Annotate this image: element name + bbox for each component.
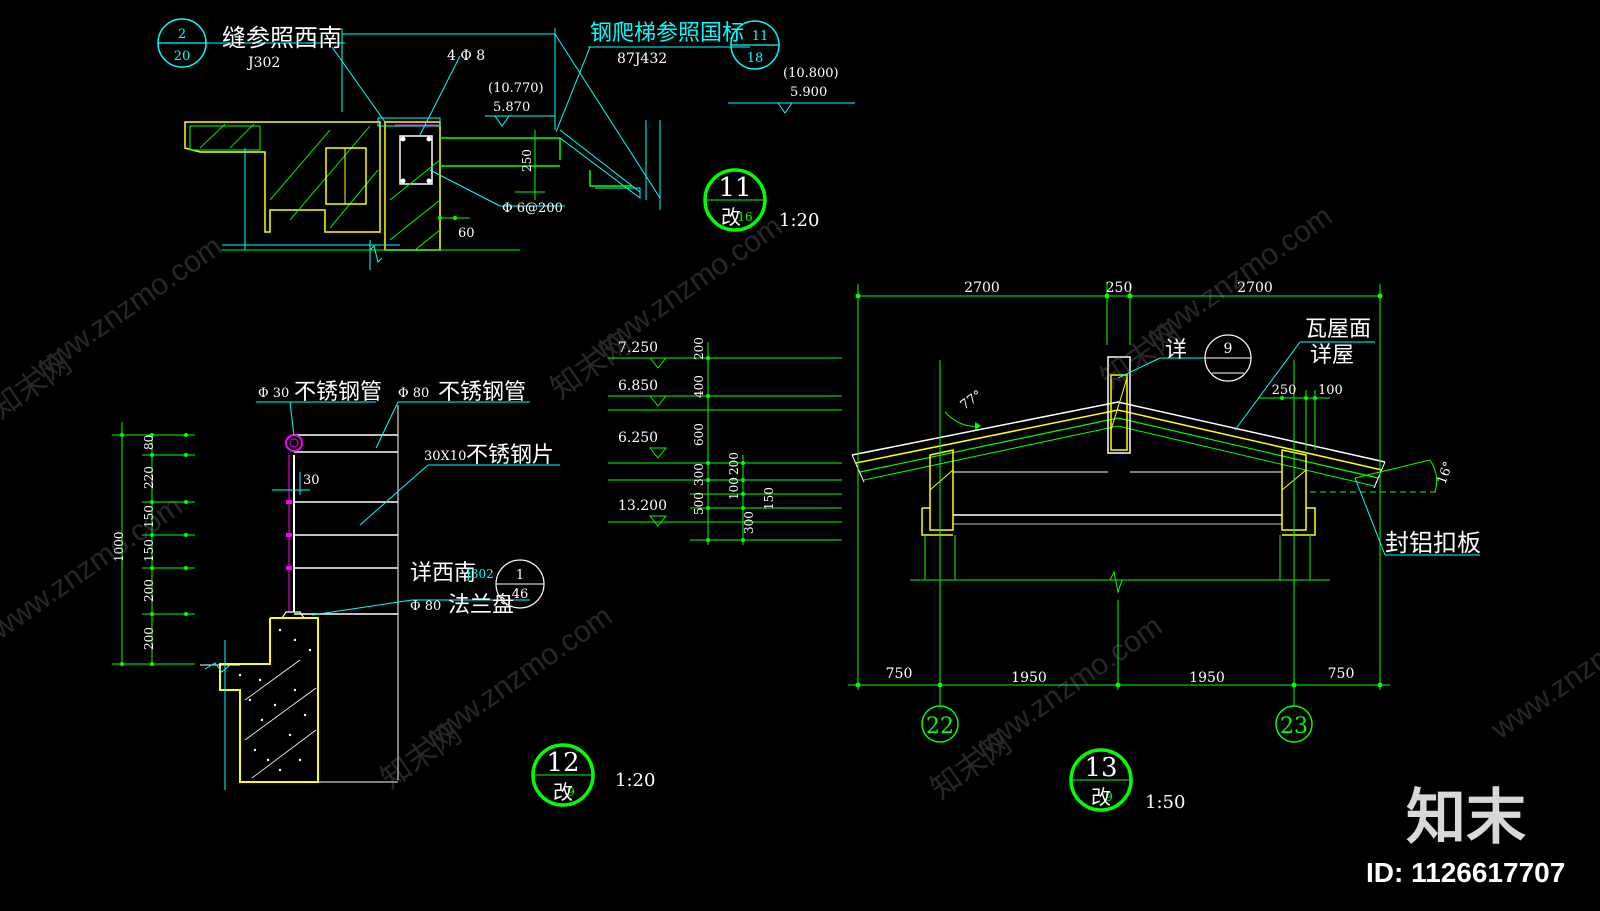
detail-bubble-13: 13 9 改 1:50 [1069,748,1185,813]
tube30-name: 不锈钢管 [294,380,382,405]
dim-top-250: 250 [1106,280,1133,296]
angle-16: 16° [1435,460,1457,487]
level-dim-300a: 300 [692,463,706,486]
scale-1-50: 1:50 [1145,792,1185,813]
detail-12: 80 220 150 150 200 200 1000 30 [112,380,655,807]
ref-18: 18 [747,51,764,66]
axis-22: 22 [926,714,954,739]
dim-rail-150a: 150 [142,505,156,528]
scale-1-20-b: 1:20 [615,770,655,791]
level-dim-100: 100 [727,477,741,500]
level-dim-600: 600 [692,423,706,446]
dim-rail-150b: 150 [142,539,156,562]
joint-note: 缝参照西南 [222,24,342,52]
rebar-4phi8: 4 Φ 8 [447,48,485,64]
bubble-12-sub: 改 [553,780,573,804]
ladder-note-text: 钢爬梯参照国标 [590,21,744,46]
level-dim-400: 400 [692,375,706,398]
dim-top-2700b: 2700 [1237,280,1273,296]
flashing-note: 封铝扣板 [1385,529,1481,557]
dim-right-250: 250 [1272,383,1297,398]
ref-sheet: 20 [174,49,191,64]
code-j302: J302 [246,55,280,71]
elev-b-bottom: 5.900 [790,85,827,100]
ref-11: 11 [752,29,769,44]
bubble-13-sub: 改 [1091,785,1111,809]
dim-rail-220: 220 [142,466,156,489]
code-87j432: 87J432 [617,51,667,67]
bubble-13-number: 13 [1084,753,1117,783]
level-7250: 7.250 [618,340,658,356]
dim-rail-200a: 200 [142,579,156,602]
stirrup-label: Φ 6@200 [502,201,563,216]
elev-a-top: (10.770) [488,81,544,96]
flange-ref-note: 详西南 [410,561,476,586]
dim-rail-80: 80 [142,435,156,450]
roof-note: 瓦屋面 [1305,317,1371,342]
dim-rail-200b: 200 [142,627,156,650]
level-dim-200: 200 [692,337,706,360]
dim-top-2700a: 2700 [964,280,1000,296]
dim-right-100: 100 [1318,383,1343,398]
bubble-11-hidden: 16 [737,210,752,224]
flange-ref-num: 1 [516,568,524,583]
dim-bottom-1950a: 1950 [1011,670,1047,686]
roof-detail-note: 详屋 [1310,343,1354,368]
flange-size: Φ 80 [410,599,441,614]
detail-bubble-11: 11 16 改 1:20 [703,168,819,232]
level-13200: 13.200 [618,498,667,514]
ref-number: 2 [178,27,186,42]
dim-rail-total: 1000 [112,531,126,562]
level-dim-200b: 200 [727,452,741,475]
dim-250: 250 [520,149,534,172]
ladder-note: 钢爬梯参照国标 87J432 11 18 [555,20,780,133]
scale-1-20-a: 1:20 [779,210,819,231]
bubble-11-sub: 改 [721,205,741,229]
logo-text: 知末 [1406,784,1526,851]
tube30-size: Φ 30 [258,386,289,401]
detail-label: 详 [1165,338,1187,363]
dim-bottom-750a: 750 [886,666,913,682]
bubble-13-hidden: 9 [1105,790,1113,804]
elevation-b: (10.800) 5.900 [728,66,855,114]
elev-b-top: (10.800) [783,66,839,81]
level-6250: 6.250 [618,430,658,446]
bubble-12-number: 12 [546,748,579,778]
bubble-11-number: 11 [718,173,751,203]
level-6850: 6.850 [618,378,658,394]
dim-60: 60 [458,226,475,241]
level-marks: 7.250 6.850 6.250 13.200 200 400 600 300… [608,337,842,545]
axis-23: 23 [1280,714,1308,739]
level-dim-150: 150 [762,487,776,510]
elevation-a: (10.770) 5.870 [485,81,555,127]
roof-section [851,345,1440,700]
flange-ref-code: J302 [464,567,494,581]
detail-11: 2 20 缝参照西南 J302 [157,18,855,270]
dim-bottom-1950b: 1950 [1189,670,1225,686]
level-dim-500: 500 [692,492,706,515]
ref-bubble-2-20: 2 20 [157,18,345,68]
plate-size: 30X10 [424,449,466,464]
ladder-bracket [440,120,661,210]
detail-ref-9: 9 [1224,341,1233,357]
level-dim-300b: 300 [742,511,756,534]
plate-name: 不锈钢片 [466,443,554,468]
flange-ref-sheet: 46 [512,587,529,602]
dim-bottom-750b: 750 [1328,666,1355,682]
tube80-size: Φ 80 [398,386,429,401]
detail-bubble-12: 12 9 改 1:20 [531,743,655,807]
detail-13: 2700 250 2700 [848,280,1481,813]
flange-name: 法兰盘 [448,593,514,618]
dim-30: 30 [303,473,320,488]
tube80-name: 不锈钢管 [438,380,526,405]
bubble-12-hidden: 9 [567,785,575,799]
image-id: ID: 1126617707 [1366,857,1565,888]
elev-a-bottom: 5.870 [493,100,530,115]
